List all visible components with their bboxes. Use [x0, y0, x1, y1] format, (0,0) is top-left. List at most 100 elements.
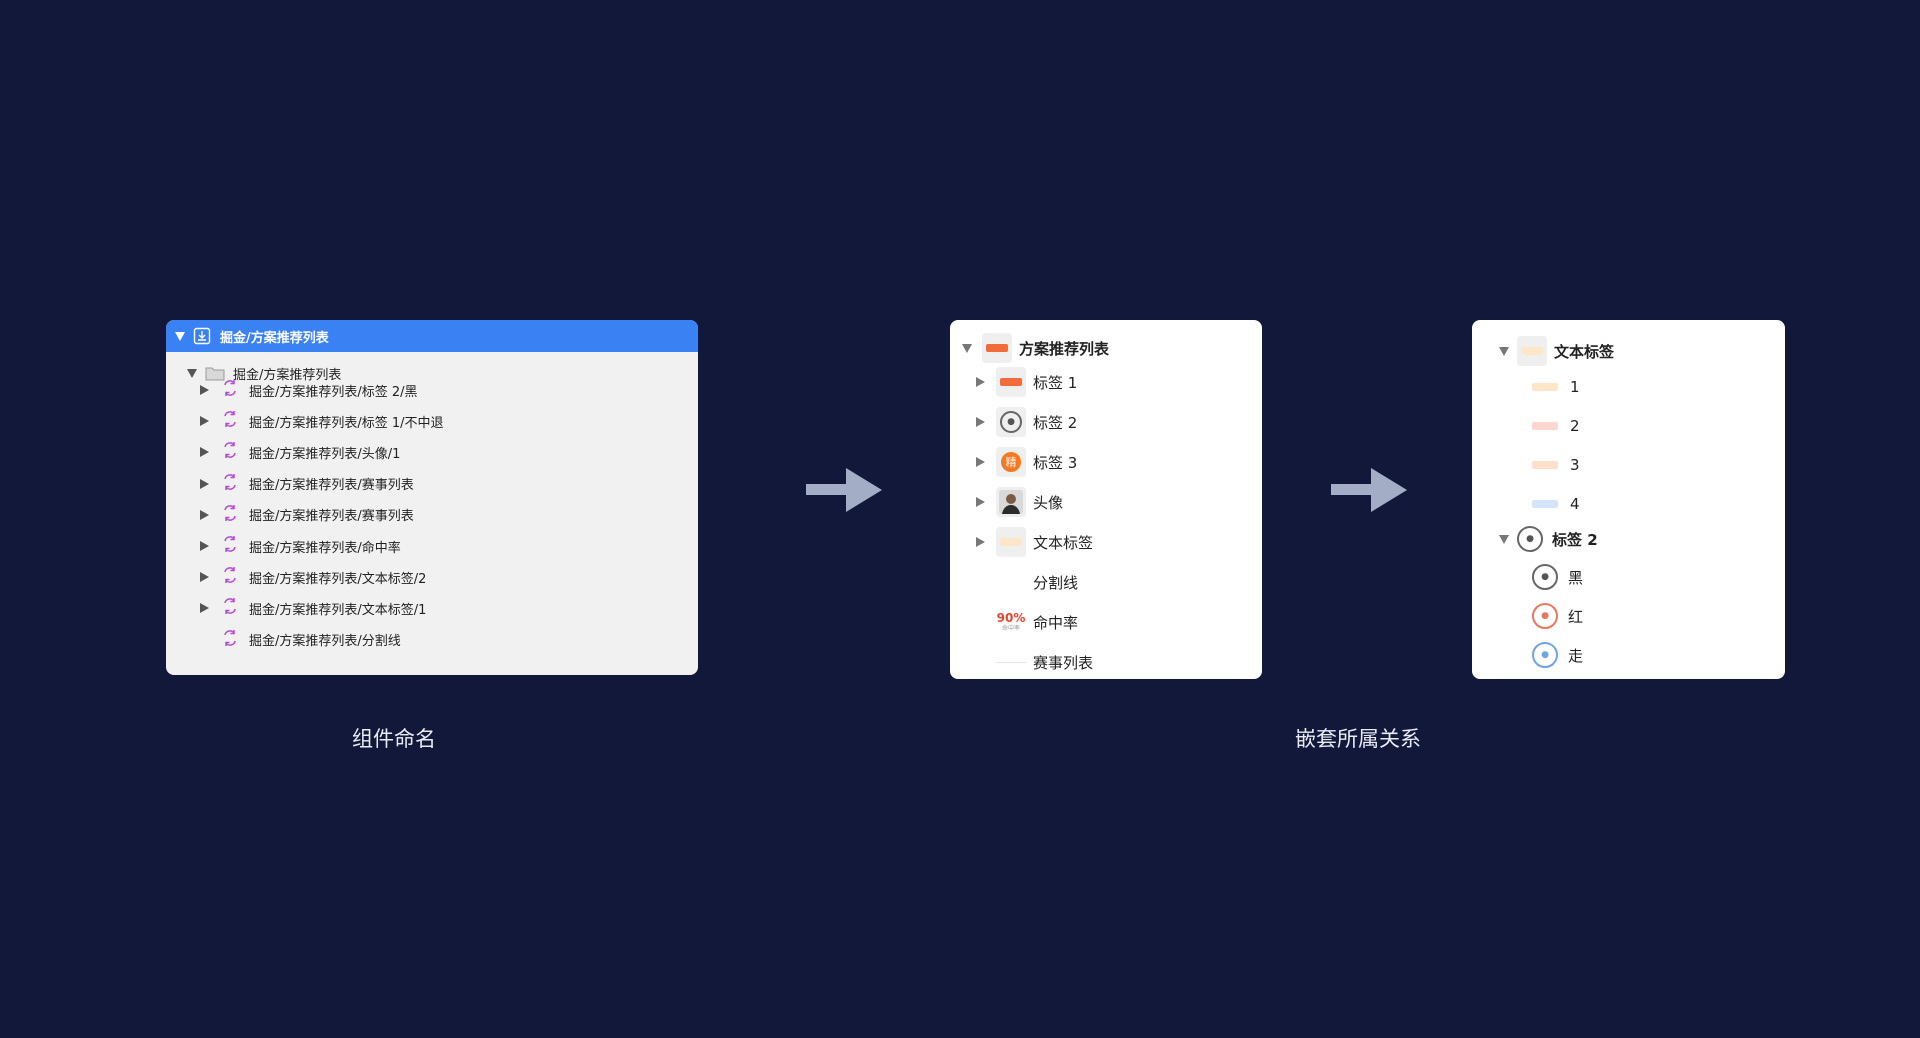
expand-toggle-icon[interactable] [976, 457, 985, 467]
selected-layer-row[interactable]: 掘金/方案推荐列表 [166, 320, 698, 352]
layer-label: 标签 2 [1033, 413, 1078, 432]
component-label: 掘金/方案推荐列表/文本标签/2 [249, 571, 427, 587]
variant-label: 走 [1568, 646, 1584, 665]
root-layer-row[interactable]: 方案推荐列表 [962, 331, 1109, 365]
expand-toggle-icon[interactable] [200, 509, 209, 520]
variant-row[interactable]: ● 黑 [1532, 562, 1583, 592]
folder-row[interactable]: 掘金/方案推荐列表 [187, 359, 341, 387]
folder-icon [205, 365, 225, 381]
layer-label: 文本标签 [1033, 533, 1094, 552]
component-instance-icon [221, 566, 239, 588]
component-label: 掘金/方案推荐列表/命中率 [249, 540, 401, 556]
left-caption: 组件命名 [352, 727, 436, 751]
orange-tag-icon [1532, 383, 1558, 391]
red-seal-icon: ● [1532, 603, 1558, 629]
component-row[interactable]: 掘金/方案推荐列表/头像/1 [200, 438, 400, 466]
component-row[interactable]: 掘金/方案推荐列表/命中率 [200, 532, 401, 560]
expand-toggle-icon[interactable] [200, 572, 209, 583]
component-label: 掘金/方案推荐列表/标签 2/黑 [249, 384, 418, 400]
layer-row-tag2[interactable]: ● 标签 2 [976, 405, 1077, 439]
layer-label: 分割线 [1033, 573, 1079, 592]
component-row[interactable]: 掘金/方案推荐列表/文本标签/1 [200, 594, 426, 622]
layer-label: 命中率 [1033, 613, 1079, 632]
arrow-right-icon [806, 468, 882, 512]
expand-toggle-icon[interactable] [187, 368, 197, 378]
variant-row[interactable]: 1 [1532, 372, 1580, 402]
variant-row[interactable]: 2 [1532, 411, 1580, 441]
text-tag-thumbnail-icon [1517, 336, 1547, 366]
hit-rate-caption: 命中率 [1001, 624, 1020, 632]
black-seal-icon: ● [1517, 526, 1543, 552]
variant-label: 3 [1570, 456, 1580, 474]
variant-label: 红 [1568, 607, 1584, 626]
layer-row-match-list[interactable]: 赛事列表 [996, 645, 1093, 679]
expand-toggle-icon[interactable] [976, 377, 985, 387]
layer-row-text-tag[interactable]: 文本标签 [976, 525, 1093, 559]
component-instance-icon [221, 473, 239, 495]
expand-toggle-icon[interactable] [175, 331, 185, 341]
selected-layer-label: 掘金/方案推荐列表 [220, 330, 329, 346]
group-label: 标签 2 [1552, 530, 1598, 549]
variant-label: 黑 [1568, 568, 1584, 587]
expand-toggle-icon[interactable] [976, 497, 985, 507]
component-instance-icon [221, 441, 239, 463]
expand-toggle-icon[interactable] [200, 541, 209, 551]
variant-label: 1 [1570, 378, 1580, 396]
component-label: 掘金/方案推荐列表/标签 1/不中退 [249, 415, 444, 431]
layer-label: 赛事列表 [1033, 653, 1094, 672]
expand-toggle-icon[interactable] [976, 537, 985, 547]
variant-row[interactable]: ● 走 [1532, 640, 1583, 670]
hit-rate-thumbnail: 90% 命中率 [996, 610, 1026, 633]
group-label: 文本标签 [1554, 342, 1615, 361]
component-row[interactable]: 掘金/方案推荐列表/赛事列表 [200, 501, 414, 529]
badge-thumbnail-icon: 精 [996, 447, 1026, 477]
component-row[interactable]: 掘金/方案推荐列表/分割线 [200, 626, 401, 654]
variant-label: 4 [1570, 495, 1580, 513]
component-row[interactable]: 掘金/方案推荐列表/赛事列表 [200, 470, 414, 498]
layers-panel-nesting: 方案推荐列表 标签 1 ● 标签 2 精 标签 3 头像 [950, 320, 1262, 679]
component-instance-icon [221, 597, 239, 619]
expand-toggle-icon[interactable] [200, 416, 209, 427]
expand-toggle-icon[interactable] [962, 343, 972, 353]
blue-seal-icon: ● [1532, 642, 1558, 668]
expand-toggle-icon[interactable] [200, 478, 209, 489]
layers-panel-variants: 文本标签 1 2 3 4 ● 标签 2 ● 黑 ● 红 ● 走 [1472, 320, 1785, 679]
component-row[interactable]: 掘金/方案推荐列表/标签 1/不中退 [200, 407, 444, 435]
blue-tag-icon [1532, 500, 1558, 508]
variant-row[interactable]: 3 [1532, 450, 1580, 480]
layer-label: 头像 [1033, 493, 1064, 512]
expand-toggle-icon[interactable] [200, 447, 209, 458]
black-seal-icon: ● [1532, 564, 1558, 590]
hit-rate-value: 90% [996, 610, 1026, 625]
group-row-text-tag[interactable]: 文本标签 [1499, 334, 1614, 368]
component-instance-icon [221, 504, 239, 526]
layer-row-hit-rate[interactable]: 90% 命中率 命中率 [996, 605, 1078, 639]
component-label: 掘金/方案推荐列表/文本标签/1 [249, 602, 427, 618]
arrow-right-icon [1331, 468, 1407, 512]
layer-row-divider[interactable]: 分割线 [996, 565, 1078, 599]
root-layer-label: 方案推荐列表 [1019, 339, 1110, 358]
expand-toggle-icon[interactable] [1499, 346, 1509, 356]
group-row-tag2[interactable]: ● 标签 2 [1499, 522, 1598, 556]
layer-row-tag3[interactable]: 精 标签 3 [976, 445, 1077, 479]
component-label: 掘金/方案推荐列表/头像/1 [249, 446, 401, 462]
component-row[interactable]: 掘金/方案推荐列表/文本标签/2 [200, 563, 426, 591]
variant-row[interactable]: 4 [1532, 489, 1580, 519]
expand-toggle-icon[interactable] [976, 417, 985, 427]
text-tag-thumbnail-icon [996, 527, 1026, 557]
component-row[interactable]: 掘金/方案推荐列表/标签 2/黑 [200, 376, 418, 404]
layer-row-tag1[interactable]: 标签 1 [976, 365, 1077, 399]
expand-toggle-icon[interactable] [200, 603, 209, 614]
expand-toggle-icon[interactable] [200, 385, 209, 395]
layers-panel-naming: 掘金/方案推荐列表 掘金/方案推荐列表 掘金/方案推荐列表/标签 2/黑掘金/方… [166, 320, 698, 675]
red-tag-icon [1532, 422, 1558, 430]
peach-tag-icon [1532, 461, 1558, 469]
component-instance-icon [221, 410, 239, 432]
variant-row[interactable]: ● 红 [1532, 601, 1583, 631]
layer-label: 标签 3 [1033, 453, 1078, 472]
component-instance-icon [221, 629, 239, 651]
component-label: 掘金/方案推荐列表/分割线 [249, 634, 401, 650]
seal-thumbnail-icon: ● [996, 407, 1026, 437]
expand-toggle-icon[interactable] [1499, 534, 1509, 544]
layer-row-avatar[interactable]: 头像 [976, 485, 1063, 519]
